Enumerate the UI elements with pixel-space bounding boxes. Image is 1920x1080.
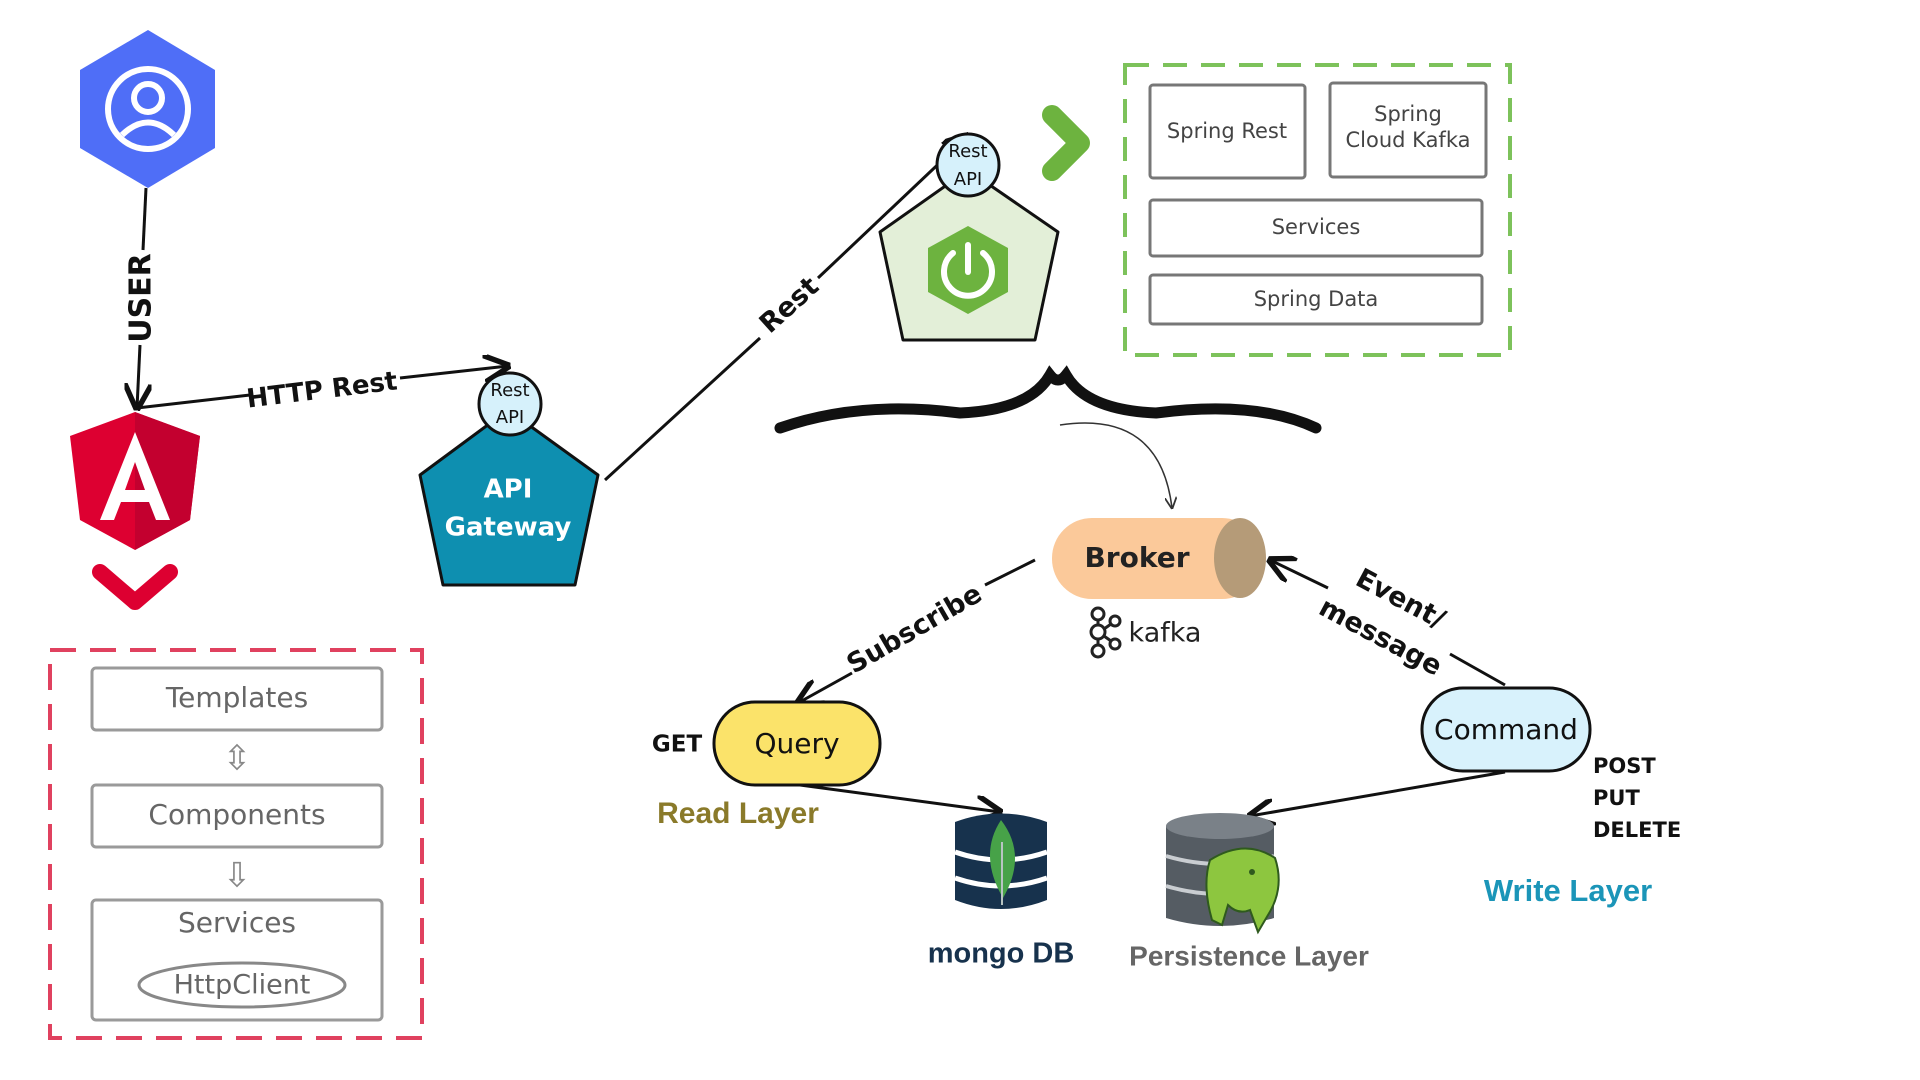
brace-to-broker-arrow (1059, 422, 1172, 508)
spring-cloud-kafka-line1: Spring (1374, 102, 1442, 126)
spring-cloud-kafka-line2: Cloud Kafka (1346, 128, 1471, 152)
gateway-label-line2: Gateway (445, 513, 572, 543)
kafka-logo: kafka (1089, 606, 1202, 659)
mongodb-label: mongo DB (928, 938, 1075, 970)
kafka-icon (1089, 606, 1122, 659)
double-arrow-icon: ⇳ (223, 739, 252, 779)
down-arrow-icon: ⇩ (223, 856, 252, 896)
command-to-postgres-arrow (1250, 770, 1506, 816)
gateway-rest-api-bubble: Rest API (477, 371, 543, 437)
subscribe-line-lower (798, 671, 853, 703)
user-label: USER (124, 253, 159, 343)
spring-rest-api-line2: API (954, 169, 982, 190)
query-to-mongo-arrow (799, 783, 1000, 812)
chevron-down-icon (92, 564, 178, 610)
spring-data-box: Spring Data (1254, 287, 1379, 311)
curly-brace (774, 365, 1322, 434)
services-box: Services (178, 906, 296, 939)
spring-rest-box: Spring Rest (1167, 119, 1287, 143)
query-label: Query (754, 727, 839, 760)
rest-label: Rest (754, 271, 825, 340)
elephant-icon (1205, 847, 1280, 935)
httpclient-pill: HttpClient (174, 970, 311, 1001)
post-label: POST (1593, 754, 1656, 778)
http-rest-line-right (399, 366, 508, 378)
delete-label: DELETE (1593, 818, 1681, 842)
event-line-lower (1449, 652, 1506, 687)
http-rest-label: HTTP Rest (245, 366, 399, 414)
angular-icon (70, 412, 200, 550)
spring-services-box: Services (1272, 215, 1361, 239)
read-layer-label: Read Layer (657, 797, 819, 830)
spring-stack: Spring Rest Spring Cloud Kafka Services … (1123, 63, 1512, 357)
rest-line-lower (603, 336, 762, 482)
put-label: PUT (1593, 786, 1640, 810)
spring-rest-api-line1: Rest (948, 141, 987, 162)
write-layer-label: Write Layer (1484, 873, 1652, 908)
gateway-label-line1: API (484, 475, 533, 505)
components-box: Components (148, 798, 325, 831)
subscribe-line-upper (984, 558, 1036, 587)
templates-box: Templates (165, 681, 308, 714)
spring-service-node (878, 168, 1060, 342)
broker-node: Broker (1052, 518, 1266, 599)
chevron-right-icon (1042, 105, 1090, 181)
gateway-rest-api-line1: Rest (490, 380, 529, 401)
get-label: GET (652, 732, 703, 758)
postgresql-icon (1165, 813, 1280, 935)
gateway-rest-api-line2: API (496, 407, 524, 428)
event-line-upper (1270, 560, 1329, 590)
kafka-label: kafka (1129, 618, 1202, 649)
command-label: Command (1434, 713, 1578, 746)
broker-label: Broker (1084, 541, 1189, 574)
query-node: Query (712, 700, 882, 787)
spring-rest-api-bubble: Rest API (935, 132, 1001, 198)
http-rest-line-left (136, 393, 251, 410)
command-node: Command (1420, 686, 1592, 773)
spring-power-icon (941, 250, 995, 299)
mongodb-icon (954, 813, 1048, 909)
api-gateway-node: API Gateway (418, 408, 600, 587)
subscribe-label: Subscribe (842, 578, 988, 680)
persistence-layer-label: Persistence Layer (1129, 940, 1369, 971)
user-connector-top (141, 187, 148, 251)
angular-stack: Templates ⇳ Components ⇩ Services HttpCl… (48, 648, 424, 1040)
user-connector-bottom (137, 344, 140, 408)
user-icon (80, 30, 215, 188)
